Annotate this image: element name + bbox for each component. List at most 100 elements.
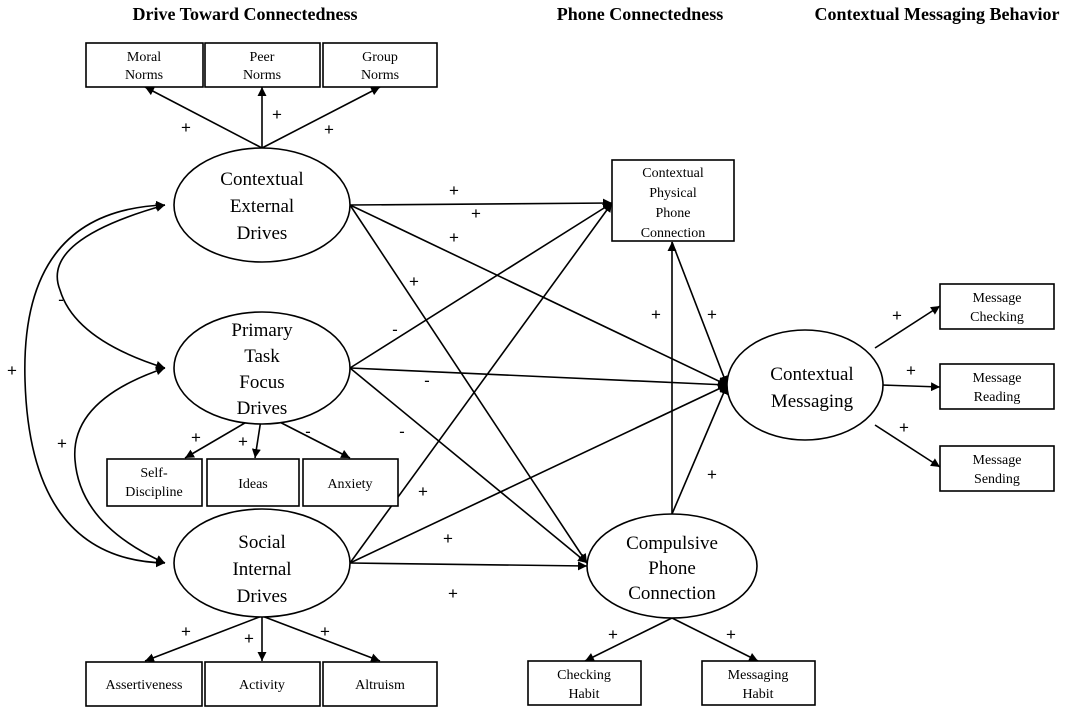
path-signs: + + + + + + + - + + - - - + + - + + + + … <box>7 105 916 648</box>
label-peer-norms-2: Norms <box>243 68 281 83</box>
sign-prim-comp: - <box>399 422 405 441</box>
box-message-reading <box>939 363 1055 410</box>
arrow-soc-alt <box>261 615 381 662</box>
box-message-sending <box>939 445 1055 492</box>
arrow-prim-msg <box>349 367 728 390</box>
header-messaging: Contextual Messaging Behavior <box>815 4 1060 24</box>
label-message-checking-1: Message <box>973 291 1022 306</box>
sign-ext-comp: + <box>409 272 419 291</box>
label-messaging-2: Messaging <box>771 391 854 412</box>
sign-ext-phys-1: + <box>449 181 459 200</box>
label-external-2: External <box>230 196 294 217</box>
sign-comp-msg: + <box>707 465 717 484</box>
label-social-1: Social <box>238 532 286 553</box>
label-anxiety: Anxiety <box>327 477 372 492</box>
arrow-phys-msg <box>671 241 728 386</box>
curve-ext-soc <box>24 200 166 568</box>
header-drive: Drive Toward Connectedness <box>132 4 357 24</box>
box-altruism <box>322 661 438 707</box>
box-anxiety <box>302 458 399 507</box>
box-peer-norms <box>204 42 321 88</box>
arrow-soc-msg <box>349 384 728 564</box>
label-primary-1: Primary <box>231 320 293 341</box>
label-peer-norms-1: Peer <box>250 50 275 65</box>
ellipse-social-internal-drives <box>173 508 351 618</box>
sign-msg-send: + <box>899 418 909 437</box>
label-message-reading-1: Message <box>973 371 1022 386</box>
label-group-norms-1: Group <box>362 50 398 65</box>
sign-ext-moral: + <box>181 118 191 137</box>
arrow-comp-mhab <box>671 617 759 662</box>
sign-msg-read: + <box>906 361 916 380</box>
label-primary-4: Drives <box>237 398 288 419</box>
arrow-ext-moral <box>144 86 263 149</box>
label-message-sending-2: Sending <box>974 472 1020 487</box>
sign-soc-assert: + <box>181 622 191 641</box>
label-physical-phone-2: Physical <box>649 186 697 201</box>
connections <box>24 86 941 662</box>
arrow-msg-read <box>881 382 941 392</box>
arrow-soc-assert <box>144 615 263 662</box>
label-message-sending-1: Message <box>973 453 1022 468</box>
sign-soc-alt: + <box>320 622 330 641</box>
header-phone: Phone Connectedness <box>557 4 724 24</box>
label-moral-norms-2: Norms <box>125 68 163 83</box>
sign-soc-comp: + <box>448 584 458 603</box>
arrow-soc-comp <box>349 561 588 571</box>
box-message-checking <box>939 283 1055 330</box>
label-messaging-habit-1: Messaging <box>728 668 789 683</box>
label-compulsive-1: Compulsive <box>626 533 718 554</box>
sign-prim-msg: - <box>424 371 430 390</box>
arrow-soc-phys <box>349 202 613 564</box>
arrow-prim-phys <box>349 202 613 369</box>
box-physical-phone-connection <box>611 159 735 242</box>
box-activity <box>204 661 321 707</box>
box-self-discipline <box>106 458 203 507</box>
sign-prim-self: + <box>191 428 201 447</box>
label-checking-habit-1: Checking <box>557 668 611 683</box>
label-social-2: Internal <box>232 559 291 580</box>
label-message-reading-2: Reading <box>974 390 1021 405</box>
label-external-3: Drives <box>237 223 288 244</box>
box-checking-habit <box>527 660 642 706</box>
label-primary-3: Focus <box>239 372 284 393</box>
label-primary-2: Task <box>244 346 280 367</box>
sign-ext-group: + <box>324 120 334 139</box>
label-message-checking-2: Checking <box>970 310 1024 325</box>
ellipse-contextual-external-drives <box>173 147 351 263</box>
label-ideas: Ideas <box>238 477 268 492</box>
ellipse-primary-task-focus-drives <box>173 311 351 425</box>
sign-prim-ideas: + <box>238 432 248 451</box>
sign-soc-phys: + <box>418 482 428 501</box>
sign-comp-phys: + <box>651 305 661 324</box>
arrow-prim-comp <box>349 367 588 564</box>
sign-ext-peer: + <box>272 105 282 124</box>
arrow-comp-chk <box>584 617 673 662</box>
arrow-ext-phys <box>349 198 613 208</box>
sign-curve-ext-prim: - <box>58 290 64 309</box>
label-compulsive-2: Phone <box>648 558 696 579</box>
box-ideas <box>206 458 300 507</box>
label-external-1: Contextual <box>220 169 303 190</box>
label-group-norms-2: Norms <box>361 68 399 83</box>
arrow-ext-msg <box>349 204 728 386</box>
sign-curve-prim-soc: + <box>57 434 67 453</box>
label-physical-phone-4: Connection <box>641 226 706 241</box>
sign-soc-act: + <box>244 629 254 648</box>
sign-comp-mhab: + <box>726 625 736 644</box>
sign-msg-check: + <box>892 306 902 325</box>
label-assertiveness: Assertiveness <box>106 678 183 693</box>
label-self-discipline-1: Self- <box>140 466 168 481</box>
label-altruism: Altruism <box>355 678 405 693</box>
label-self-discipline-2: Discipline <box>125 485 183 500</box>
sign-prim-phys: - <box>392 320 398 339</box>
label-physical-phone-3: Phone <box>656 206 691 221</box>
sign-curve-ext-soc: + <box>7 361 17 380</box>
arrow-ext-comp <box>349 204 588 564</box>
sign-prim-anx: - <box>305 422 311 441</box>
sign-ext-msg: + <box>449 228 459 247</box>
label-social-3: Drives <box>237 586 288 607</box>
sign-soc-msg: + <box>443 529 453 548</box>
label-messaging-1: Contextual <box>770 364 853 385</box>
